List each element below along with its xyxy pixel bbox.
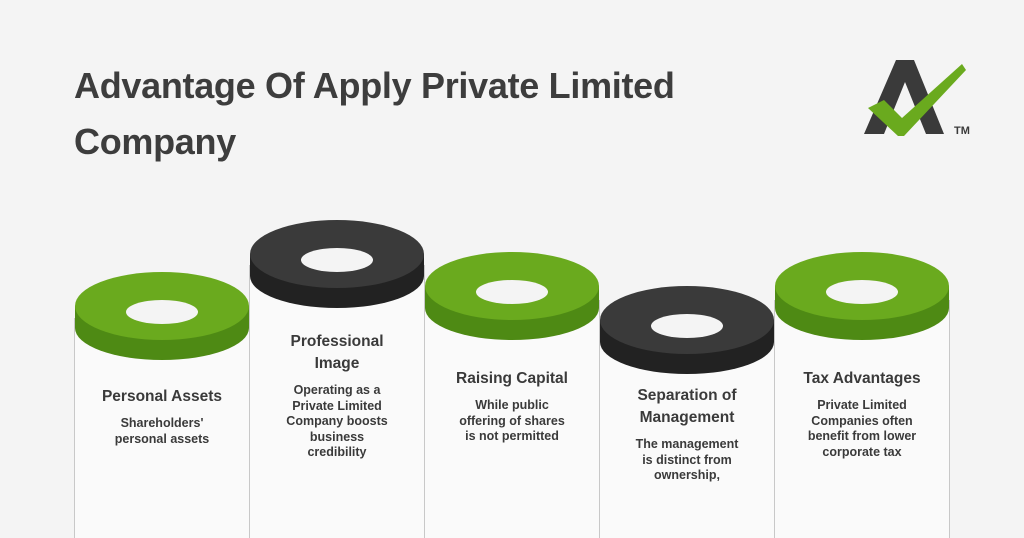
advantage-description: Shareholders' personal assets xyxy=(114,416,210,446)
advantage-column-professional-image: Professional Image Operating as a Privat… xyxy=(249,265,425,538)
brand-logo: TM xyxy=(858,56,970,142)
ring-icon-dark xyxy=(250,220,424,308)
advantage-description: The management is distinct from ownershi… xyxy=(635,437,739,482)
advantage-description: While public offering of shares is not p… xyxy=(459,398,565,443)
advantage-heading: Separation of Management xyxy=(637,387,737,426)
trademark-label: TM xyxy=(954,125,970,137)
ring-icon-green xyxy=(75,272,249,360)
advantage-description: Private Limited Companies often benefit … xyxy=(807,398,917,459)
advantage-column-raising-capital: Raising Capital While public offering of… xyxy=(424,300,600,538)
ring-icon-green xyxy=(425,252,599,340)
advantage-heading: Raising Capital xyxy=(456,370,568,387)
checkmark-a-logo-icon: TM xyxy=(864,60,970,137)
advantage-column-separation-of-management: Separation of Management The management … xyxy=(599,335,775,538)
advantage-heading: Professional Image xyxy=(290,333,384,372)
ring-icon-green xyxy=(775,252,949,340)
advantage-heading: Personal Assets xyxy=(101,388,223,405)
ring-icon-dark xyxy=(600,286,774,374)
advantage-heading: Tax Advantages xyxy=(803,370,921,387)
page-title: Advantage Of Apply Private Limited Compa… xyxy=(74,65,675,162)
advantage-description: Operating as a Private Limited Company b… xyxy=(286,383,388,459)
